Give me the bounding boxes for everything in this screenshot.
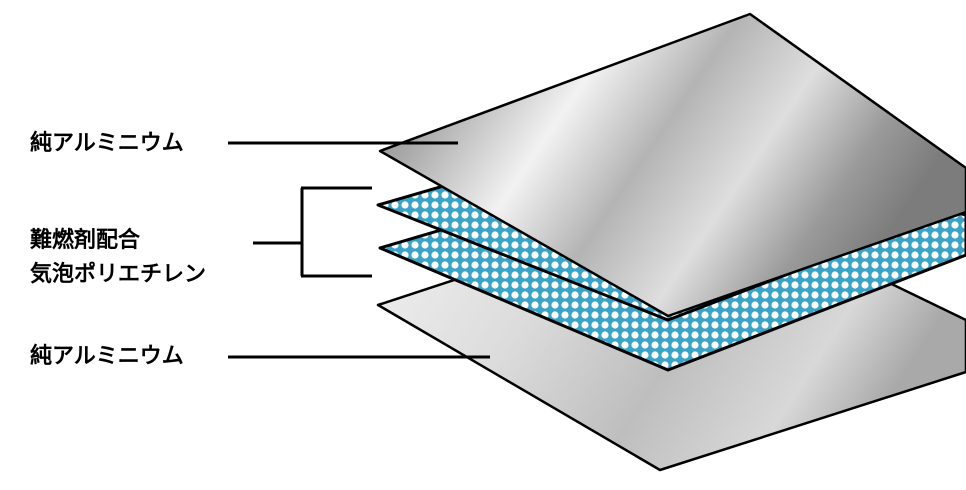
label-top-aluminum: 純アルミニウム — [30, 131, 184, 156]
label-foam-line1: 難燃剤配合 — [30, 228, 141, 253]
label-foam-line2: 気泡ポリエチレン — [30, 262, 207, 287]
label-bottom-aluminum: 純アルミニウム — [30, 344, 184, 369]
label-foam-layers: 難燃剤配合 気泡ポリエチレン — [30, 224, 206, 292]
top-aluminum-sheet — [378, 12, 966, 318]
